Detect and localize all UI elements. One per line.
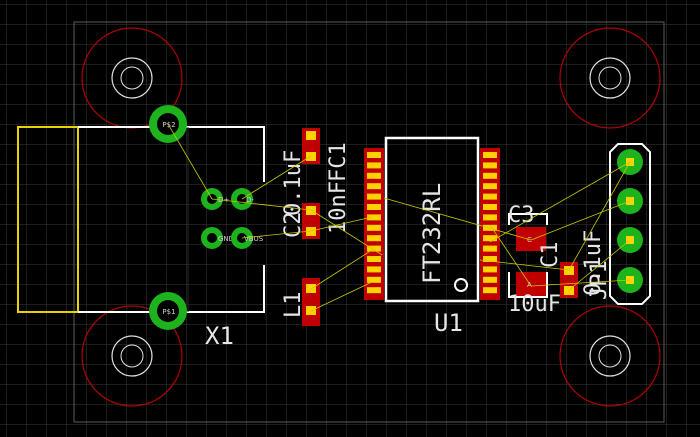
- pin-label-gnd: GND: [218, 235, 234, 243]
- ic-pin-pad[interactable]: [483, 193, 497, 200]
- ic-pin-pad[interactable]: [483, 276, 497, 283]
- value-c2: 0.1uF: [281, 150, 306, 216]
- value-fc1: 10nF: [326, 181, 351, 234]
- ic-pin-pad[interactable]: [483, 204, 497, 210]
- ic-pin-pad[interactable]: [483, 266, 497, 273]
- usb-connector-x1[interactable]: [17, 126, 265, 313]
- ic-pin-pad[interactable]: [483, 224, 497, 231]
- ic-pin-pad[interactable]: [367, 287, 381, 294]
- ref-l1: L1: [281, 292, 306, 319]
- ic-pin-pad[interactable]: [367, 172, 381, 179]
- ic-pin-pad[interactable]: [483, 172, 497, 179]
- ratsnest-airwires: [167, 123, 631, 312]
- ic-pin-pad[interactable]: [367, 162, 381, 169]
- ic-pin-pad[interactable]: [367, 245, 381, 252]
- ref-c1: C1: [538, 242, 563, 269]
- c3-pad-label-c: C: [527, 236, 532, 244]
- pin-label-vbus: VBUS: [244, 235, 264, 243]
- shield-pad-icon[interactable]: P$1: [149, 292, 187, 330]
- inductor-l1[interactable]: [302, 278, 320, 326]
- mounting-hole-icon[interactable]: [559, 27, 661, 129]
- shield-pad-label: P$1: [162, 308, 175, 316]
- capacitor-c2[interactable]: [302, 128, 320, 164]
- ic-pin-pad[interactable]: [367, 224, 381, 231]
- ic-pin-pad[interactable]: [483, 162, 497, 169]
- c3-pad-label-a: A: [527, 281, 532, 289]
- ic-pin-pad[interactable]: [483, 287, 497, 294]
- ic-pin-pad[interactable]: [483, 245, 497, 252]
- ref-fc1: FC1: [326, 142, 351, 182]
- ic-pin-pad[interactable]: [367, 152, 381, 158]
- ic-pin-pad[interactable]: [483, 152, 497, 158]
- ic-pin-pad[interactable]: [367, 276, 381, 283]
- ref-u1: U1: [434, 309, 463, 337]
- board-outline: [73, 21, 665, 423]
- ic-pin-pad[interactable]: [483, 183, 497, 190]
- ic-pin-pad[interactable]: [367, 183, 381, 190]
- ic-pin-pad[interactable]: [367, 214, 381, 221]
- mounting-hole-icon[interactable]: [559, 305, 661, 407]
- ic-pin-pad[interactable]: [367, 266, 381, 273]
- ic-pin-pad[interactable]: [483, 235, 497, 242]
- ic-pin-pad[interactable]: [367, 204, 381, 210]
- ic-value-label: FT232RL: [418, 183, 446, 284]
- ref-jp1: JP1: [587, 260, 612, 300]
- value-c3: 10uF: [508, 292, 561, 317]
- ic-pin-pad[interactable]: [367, 256, 381, 262]
- capacitor-c1[interactable]: [560, 262, 578, 298]
- ic-pin-pad[interactable]: [483, 214, 497, 221]
- pin-label-dminus: D-: [246, 196, 254, 204]
- capacitor-c3[interactable]: C A: [508, 213, 548, 298]
- ic-pin-pad[interactable]: [367, 235, 381, 242]
- mounting-hole-icon[interactable]: [81, 305, 183, 407]
- ref-x1: X1: [205, 322, 234, 350]
- ic-pin-pad[interactable]: [367, 193, 381, 200]
- ic-pin-pad[interactable]: [483, 256, 497, 262]
- through-hole-pad-icon[interactable]: GND: [201, 227, 234, 249]
